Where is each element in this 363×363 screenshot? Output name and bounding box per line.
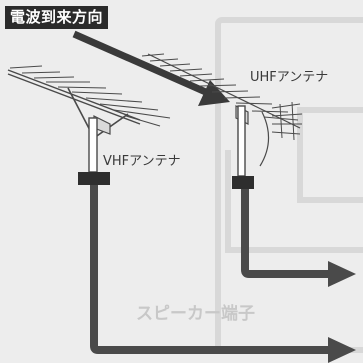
vhf-cable-line xyxy=(90,185,330,354)
vhf-support-right xyxy=(93,113,129,139)
vhf-cable-arrowhead xyxy=(328,337,356,363)
uhf-feed-cable xyxy=(259,111,270,167)
vhf-elements xyxy=(9,65,171,127)
uhf-connector-block xyxy=(232,176,254,189)
vhf-mast xyxy=(88,117,98,173)
wave-arrow-shaft xyxy=(72,30,210,97)
faint-background-label: スピーカー端子 xyxy=(136,304,255,324)
wave-arrow-head xyxy=(198,80,230,106)
vhf-boom-upper xyxy=(7,69,141,121)
vhf-antenna-label: VHFアンテナ xyxy=(103,154,181,169)
uhf-mast xyxy=(237,105,246,177)
uhf-reflector xyxy=(271,101,303,141)
uhf-elements xyxy=(141,53,299,121)
uhf-cable xyxy=(241,189,356,287)
vhf-connector-block xyxy=(78,172,110,185)
wave-direction-arrow xyxy=(72,30,230,106)
vhf-cable xyxy=(90,185,356,363)
uhf-cable-line xyxy=(241,189,330,278)
uhf-antenna xyxy=(141,53,303,177)
uhf-cable-arrowhead xyxy=(328,261,356,287)
wave-direction-title: 電波到来方向 xyxy=(5,6,109,29)
uhf-antenna-label: UHFアンテナ xyxy=(250,70,329,85)
faint-channel xyxy=(225,150,363,253)
faint-box xyxy=(297,107,363,203)
